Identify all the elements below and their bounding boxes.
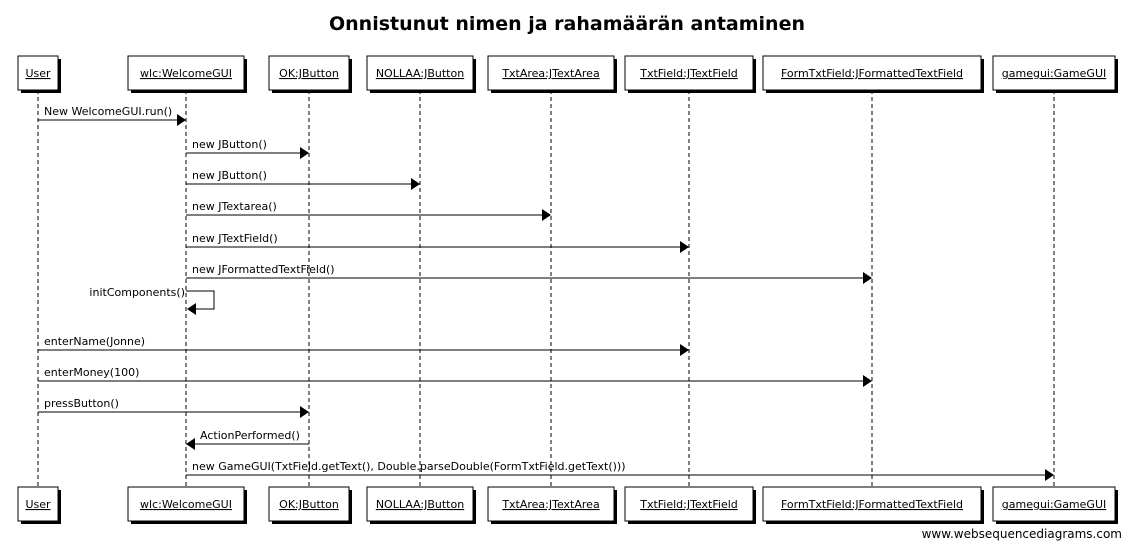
- participants-bottom: User wlc:WelcomeGUI OK:JButton NOLLAA:JButt…: [17, 486, 1118, 524]
- participant-top-wlc-welcomegui: wlc:WelcomeGUI: [127, 55, 247, 93]
- message-9: enterMoney(100): [38, 366, 872, 387]
- message-7: initComponents(): [89, 286, 215, 315]
- participant-label: NOLLAA:JButton: [376, 67, 464, 80]
- participant-label: TxtField:JTextField: [639, 498, 738, 511]
- participant-bottom-gamegui-gamegui: gamegui:GameGUI: [992, 486, 1118, 524]
- participant-label: TxtArea:JTextArea: [501, 67, 599, 80]
- participant-top-gamegui-gamegui: gamegui:GameGUI: [992, 55, 1118, 93]
- participant-label: FormTxtField:JFormattedTextField: [781, 67, 963, 80]
- message-2: new JButton(): [186, 138, 309, 159]
- message-label: ActionPerformed(): [200, 429, 300, 442]
- participant-bottom-ok-jbutton: OK:JButton: [268, 486, 352, 524]
- message-4: new JTextarea(): [186, 200, 551, 221]
- message-6: new JFormattedTextField(): [186, 263, 872, 284]
- participant-bottom-txtarea-jtextarea: TxtArea:JTextArea: [487, 486, 617, 524]
- message-label: new JFormattedTextField(): [192, 263, 335, 276]
- participant-label: NOLLAA:JButton: [376, 498, 464, 511]
- participant-label: User: [25, 498, 51, 511]
- diagram-title: Onnistunut nimen ja rahamäärän antaminen: [329, 13, 805, 35]
- message-12: new GameGUI(TxtField.getText(), Double.p…: [186, 460, 1054, 481]
- participant-bottom-txtfield-jtextfield: TxtField:JTextField: [624, 486, 756, 524]
- participant-top-user: User: [17, 55, 61, 93]
- message-5: new JTextField(): [186, 232, 689, 253]
- lifelines: [37, 90, 1055, 487]
- participant-label: TxtField:JTextField: [639, 67, 738, 80]
- message-label: new JTextarea(): [192, 200, 277, 213]
- message-1: New WelcomeGUI.run(): [38, 105, 186, 126]
- participant-label: TxtArea:JTextArea: [501, 498, 599, 511]
- self-message-line: [186, 290, 215, 310]
- participant-label: gamegui:GameGUI: [1002, 67, 1107, 80]
- message-label: new JTextField(): [192, 232, 278, 245]
- participant-top-formtxtfield-jformattedtextfield: FormTxtField:JFormattedTextField: [762, 55, 984, 93]
- participant-bottom-wlc-welcomegui: wlc:WelcomeGUI: [127, 486, 247, 524]
- messages: New WelcomeGUI.run() new JButton() new JBu…: [38, 105, 1054, 481]
- message-label: enterName(Jonne): [44, 335, 145, 348]
- message-10: pressButton(): [38, 397, 309, 418]
- participant-bottom-user: User: [17, 486, 61, 524]
- participant-bottom-nollaa-jbutton: NOLLAA:JButton: [366, 486, 476, 524]
- message-label: pressButton(): [44, 397, 119, 410]
- participant-label: OK:JButton: [279, 67, 339, 80]
- participant-bottom-formtxtfield-jformattedtextfield: FormTxtField:JFormattedTextField: [762, 486, 984, 524]
- message-label: new JButton(): [192, 169, 267, 182]
- message-11: ActionPerformed(): [186, 429, 309, 450]
- message-label: initComponents(): [89, 286, 185, 299]
- participants-top: User wlc:WelcomeGUI OK:JButton NOLLAA:JButt…: [17, 55, 1118, 93]
- watermark: www.websequencediagrams.com: [922, 527, 1122, 541]
- message-3: new JButton(): [186, 169, 420, 190]
- participant-label: wlc:WelcomeGUI: [140, 67, 232, 80]
- participant-top-txtarea-jtextarea: TxtArea:JTextArea: [487, 55, 617, 93]
- participant-top-ok-jbutton: OK:JButton: [268, 55, 352, 93]
- message-label: new GameGUI(TxtField.getText(), Double.p…: [192, 460, 626, 473]
- participant-label: User: [25, 67, 51, 80]
- message-label: enterMoney(100): [44, 366, 139, 379]
- participant-label: FormTxtField:JFormattedTextField: [781, 498, 963, 511]
- participant-label: OK:JButton: [279, 498, 339, 511]
- message-label: New WelcomeGUI.run(): [44, 105, 172, 118]
- message-8: enterName(Jonne): [38, 335, 689, 356]
- participant-label: wlc:WelcomeGUI: [140, 498, 232, 511]
- participant-top-nollaa-jbutton: NOLLAA:JButton: [366, 55, 476, 93]
- participant-top-txtfield-jtextfield: TxtField:JTextField: [624, 55, 756, 93]
- message-label: new JButton(): [192, 138, 267, 151]
- participant-label: gamegui:GameGUI: [1002, 498, 1107, 511]
